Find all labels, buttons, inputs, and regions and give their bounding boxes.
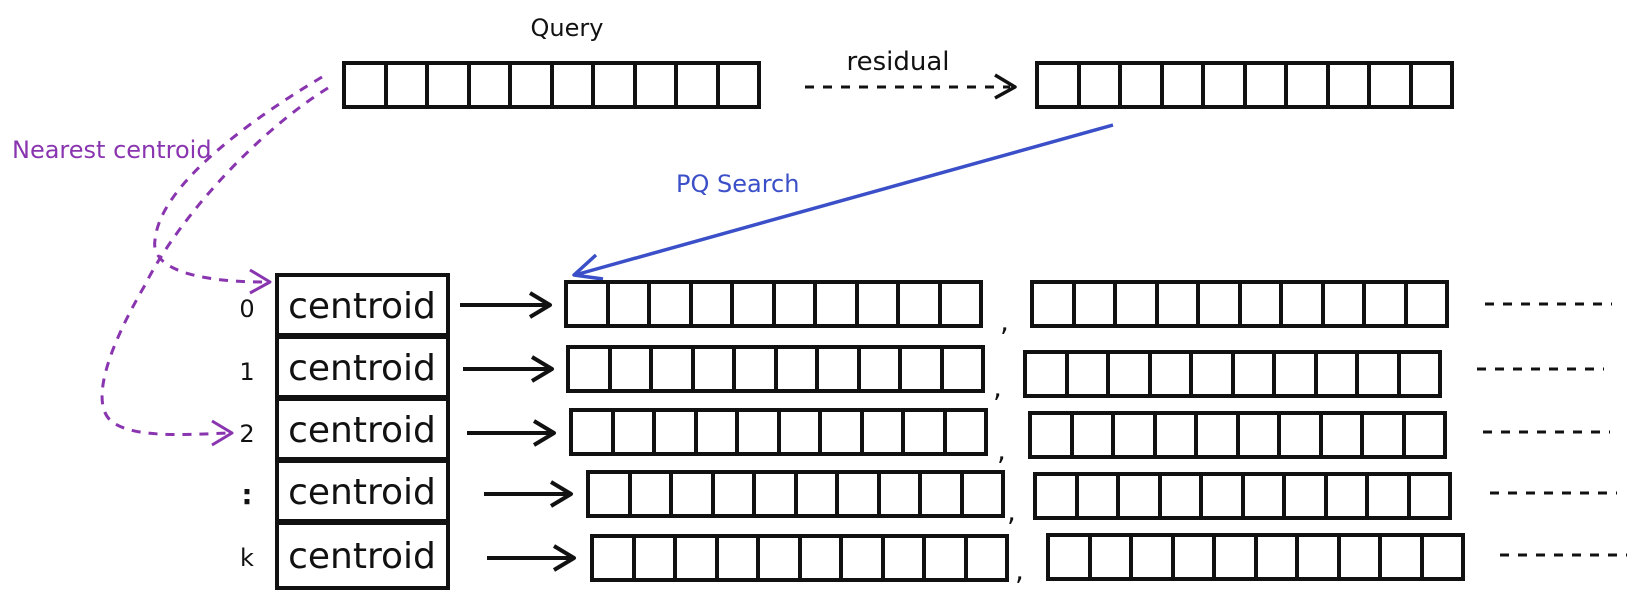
nearest-centroid-label: Nearest centroid (12, 136, 212, 164)
inverted-list-row-2: 2 centroid , (239, 397, 1610, 467)
query-vector (342, 61, 761, 109)
comma-separator: , (1007, 495, 1016, 528)
row-index: 2 (239, 420, 254, 448)
comma-separator: , (993, 371, 1002, 404)
row-arrow (487, 544, 576, 572)
comma-separator: , (997, 434, 1006, 467)
residual-arrow (805, 73, 1017, 100)
pq-code-vector (566, 345, 985, 393)
row-arrow (460, 291, 552, 319)
row-arrow (467, 419, 556, 447)
pq-code-vector (1030, 280, 1449, 328)
comma-separator: , (1000, 305, 1009, 338)
pq-code-vector (1023, 350, 1442, 398)
pq-code-vector (564, 280, 983, 328)
centroid-label: centroid (288, 410, 436, 451)
row-index: k (240, 544, 254, 572)
residual-vector (1035, 61, 1454, 109)
pq-code-vector (1028, 411, 1447, 459)
row-arrow (484, 480, 573, 508)
inverted-list-row-ellipsis: : centroid , (241, 459, 1617, 528)
inverted-list-row-k: k centroid , (240, 521, 1627, 590)
centroid-label: centroid (288, 472, 436, 513)
centroid-label: centroid (288, 286, 436, 327)
pq-search-label: PQ Search (676, 170, 799, 198)
centroid-box (275, 521, 450, 590)
residual-label: residual (846, 47, 949, 77)
inverted-list-row-1: 1 centroid , (239, 335, 1604, 404)
row-arrow (463, 355, 554, 383)
row-index: : (241, 478, 252, 511)
comma-separator: , (1015, 554, 1024, 587)
query-label: Query (531, 14, 604, 42)
centroid-label: centroid (288, 348, 436, 389)
pq-code-vector (590, 534, 1009, 582)
inverted-list-row-0: 0 centroid , (239, 273, 1612, 338)
pq-code-vector (586, 470, 1005, 518)
pq-search-arrow (572, 123, 1114, 281)
row-index: 0 (239, 295, 254, 323)
nearest-centroid-arrows (100, 75, 329, 447)
row-index: 1 (239, 358, 254, 386)
pq-code-vector (1046, 533, 1465, 581)
pq-code-vector (569, 408, 988, 456)
centroid-label: centroid (288, 536, 436, 577)
pq-code-vector (1033, 472, 1452, 520)
